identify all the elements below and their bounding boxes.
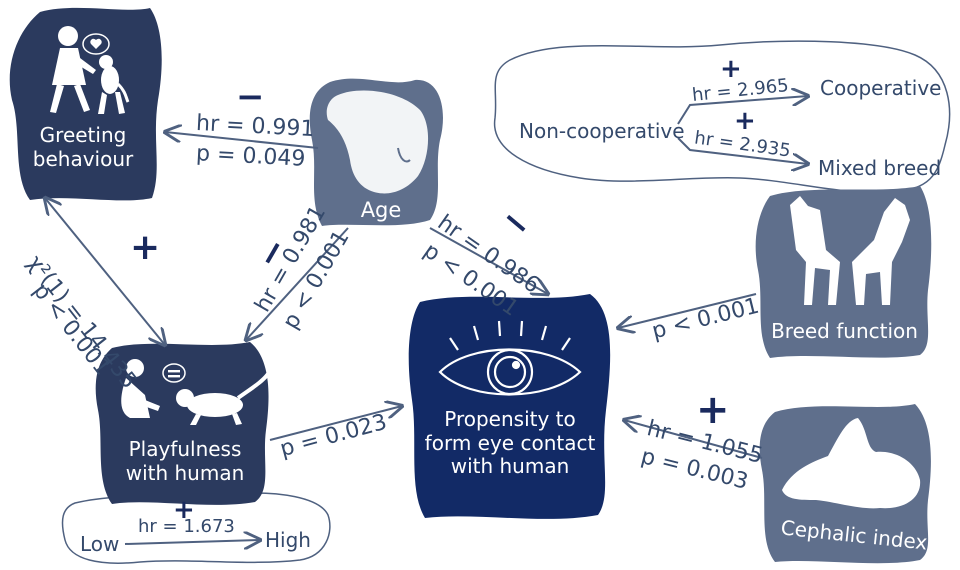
hr-age-greeting-label: hr = 0.991	[195, 110, 315, 143]
child-dog-play-icon	[121, 359, 270, 425]
age-label: Age	[346, 198, 416, 223]
high-label: High	[265, 528, 311, 552]
greeting-label-line2: behaviour	[32, 146, 134, 171]
plus-play-sign: +	[173, 495, 195, 525]
arrow-low-high	[124, 540, 260, 544]
dog-head-nose-line	[397, 147, 411, 163]
dogs-silhouette-icon	[790, 196, 910, 305]
arrow-noncoop-mixed	[677, 137, 808, 164]
plus-cooperative-sign: +	[720, 54, 742, 84]
playfulness-node	[95, 342, 269, 505]
noncooperative-label: Non-cooperative	[519, 119, 685, 143]
p-age-greeting-label: p = 0.049	[195, 141, 306, 172]
child-figure-icon	[50, 26, 96, 113]
arrow-age-playfulness	[246, 227, 349, 340]
propensity-label: Propensity to form eye contact with huma…	[412, 407, 608, 479]
playfulness-label: Playfulness with human	[110, 437, 260, 485]
arrow-age-greeting	[165, 132, 319, 149]
dog-figure-icon	[98, 55, 130, 114]
edge-arrows	[45, 96, 808, 544]
age-label-text: Age	[360, 198, 402, 222]
minus-age-greeting-sign: −	[236, 77, 265, 117]
mixed-breed-label: Mixed breed	[818, 156, 942, 180]
greeting-label-line1: Greeting	[39, 123, 127, 147]
arrow-age-propensity	[429, 227, 548, 294]
low-label: Low	[80, 532, 120, 556]
cooperative-label: Cooperative	[820, 76, 942, 100]
propensity-node	[408, 294, 611, 519]
arrow-breed-propensity	[618, 293, 757, 328]
heart-bubble-icon	[82, 33, 110, 55]
playfulness-label-line1: Playfulness	[128, 437, 242, 461]
propensity-label-line3: with human	[450, 454, 570, 479]
skull-silhouette-icon	[782, 418, 921, 509]
plus-greeting-play-sign: +	[130, 227, 161, 268]
hr-play-label: hr = 1.673	[138, 516, 235, 537]
breed-function-label-text: Breed function	[771, 319, 918, 343]
arrow-greeting-playfulness	[45, 198, 165, 345]
propensity-label-line1: Propensity to	[444, 407, 576, 431]
arrow-playfulness-propensity	[269, 406, 402, 441]
playfulness-label-line2: with human	[125, 460, 245, 485]
propensity-label-line2: form eye contact	[424, 430, 596, 455]
greeting-label: Greeting behaviour	[28, 123, 138, 171]
dog-head-icon	[326, 90, 429, 194]
eye-icon	[438, 320, 582, 396]
plus-cephalic-prop-sign: +	[696, 387, 730, 433]
plus-mixed-sign: +	[734, 106, 756, 136]
arrow-noncoop-cooperative	[677, 96, 808, 125]
neutral-bubble-icon	[162, 363, 186, 383]
breed-function-label: Breed function	[762, 319, 927, 344]
arrow-cephalic-propensity	[624, 420, 763, 459]
